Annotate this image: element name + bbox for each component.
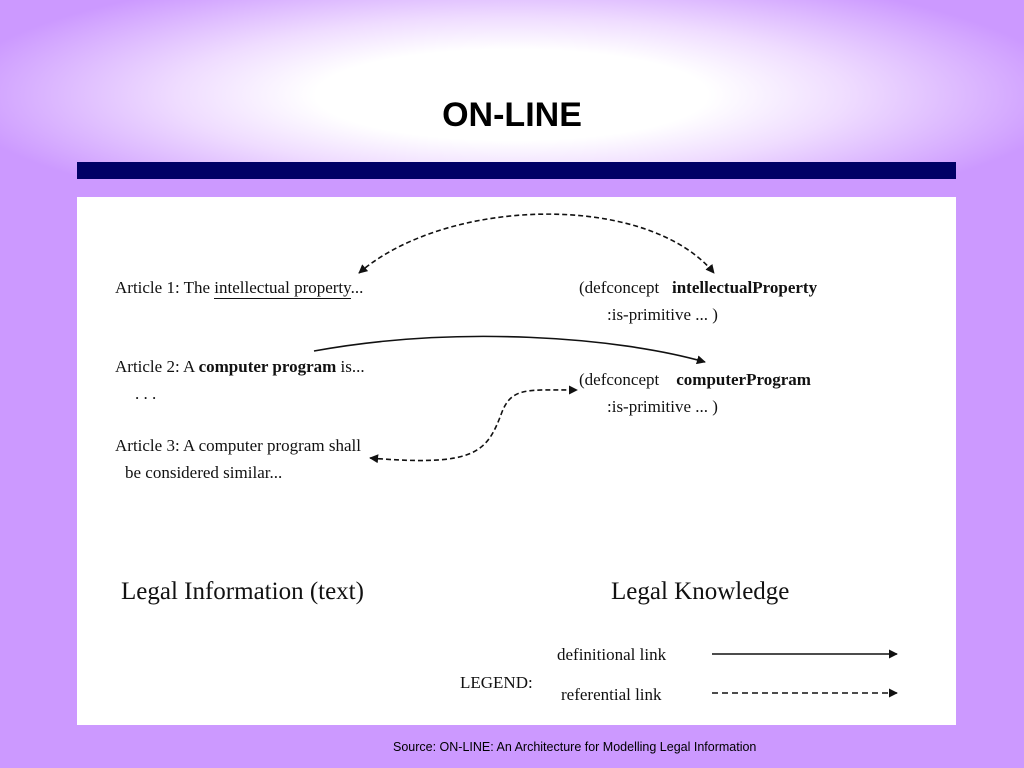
concept-2: (defconcept computerProgram [579,370,811,390]
article-1-suffix: ... [350,278,364,297]
source-caption: Source: ON-LINE: An Architecture for Mod… [393,740,757,754]
slide-title: ON-LINE [442,96,582,134]
concept-1-attr: :is-primitive ... ) [607,305,718,324]
article-1: Article 1: The intellectual property... [115,278,364,299]
concept-1-name: intellectualProperty [671,278,818,297]
article-3-line-1: Article 3: A computer program shall [115,436,361,455]
legend-definitional-label: definitional link [557,645,667,664]
article-3-line-2: be considered similar... [125,463,283,482]
diagram-panel: Article 1: The intellectual property... … [77,197,956,725]
concept-1: (defconcept intellectualProperty [579,278,817,298]
legend-label: LEGEND: [460,673,533,692]
article-1-term: intellectual property [214,278,351,299]
article-2-term: computer program [198,357,337,376]
concept-2-keyword: (defconcept [579,370,660,389]
definitional-link-computer-program [313,335,706,365]
concept-2-name: computerProgram [676,370,811,389]
section-legal-information: Legal Information (text) [121,578,364,605]
title-rule [77,162,956,179]
concept-2-attr: :is-primitive ... ) [607,397,718,416]
referential-link-intellectual-property [358,213,715,274]
link-arrows [313,213,898,698]
referential-link-article3 [369,385,578,464]
article-2-prefix: Article 2: A [115,357,199,376]
concept-1-keyword: (defconcept [579,278,660,297]
header-background [0,0,1024,175]
legend-referential-label: referential link [561,685,662,704]
article-2-suffix: is... [340,357,365,376]
article-2: Article 2: A computer program is... [115,357,365,377]
section-legal-knowledge: Legal Knowledge [611,578,790,605]
article-1-prefix: Article 1: The [115,278,215,297]
article-ellipsis: . . . [135,384,157,403]
